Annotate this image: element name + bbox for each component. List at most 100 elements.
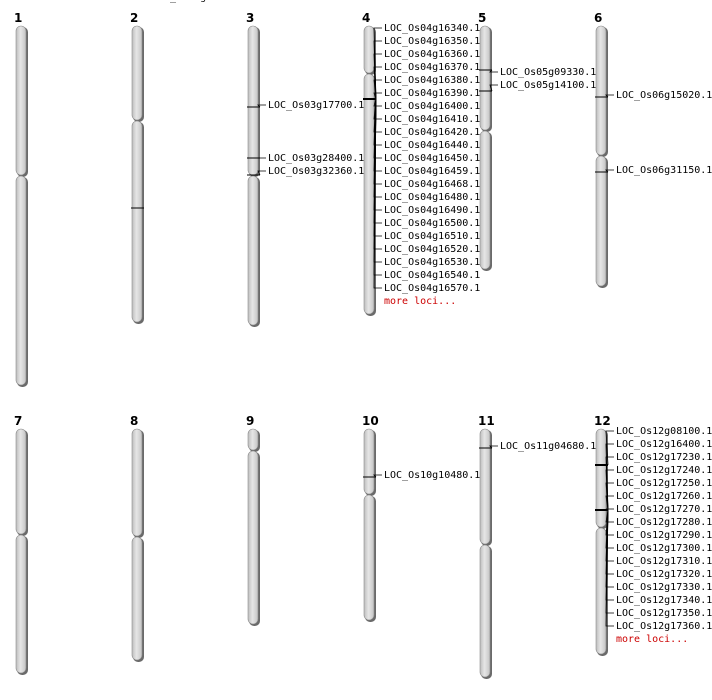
locus-label[interactable]: LOC_Os12g17230.1: [616, 452, 712, 463]
locus-label[interactable]: LOC_Os04g16480.1: [384, 192, 480, 203]
chromosome-label: 3: [246, 11, 254, 25]
locus-connector: [605, 430, 614, 466]
chromosome-arm: [479, 544, 491, 678]
locus-label[interactable]: LOC_Os12g17270.1: [616, 504, 712, 515]
locus-connector: [605, 495, 614, 511]
chromosome-arm: [363, 25, 375, 74]
locus-label[interactable]: LOC_Os12g17240.1: [616, 465, 712, 476]
locus-label[interactable]: LOC_Os12g16400.1: [616, 439, 712, 450]
locus-label[interactable]: LOC_Os12g17360.1: [616, 621, 712, 632]
locus-label[interactable]: LOC_Os04g16400.1: [384, 101, 480, 112]
chromosome-label: 10: [362, 414, 379, 428]
chromosome-arm: [595, 428, 607, 528]
locus-label[interactable]: LOC_Os02g37630.1: [152, 0, 248, 3]
locus-label[interactable]: LOC_Os04g16540.1: [384, 270, 480, 281]
chromosome-label: 12: [594, 414, 611, 428]
locus-label[interactable]: LOC_Os05g14100.1: [500, 80, 596, 91]
chromosome-label: 9: [246, 414, 254, 428]
chromosome-4: 4LOC_Os04g16340.1LOC_Os04g16350.1LOC_Os0…: [362, 11, 480, 316]
chromosome-arm: [15, 534, 27, 674]
chromosome-1: 1: [14, 11, 28, 387]
locus-connector: [373, 92, 382, 100]
chromosome-arm: [131, 120, 143, 323]
locus-connector: [605, 482, 614, 511]
locus-label[interactable]: LOC_Os04g16530.1: [384, 257, 480, 268]
locus-connector: [373, 98, 382, 107]
locus-label[interactable]: LOC_Os04g16340.1: [384, 23, 480, 34]
locus-label[interactable]: LOC_Os04g16468.1: [384, 179, 480, 190]
locus-connector: [257, 104, 266, 108]
locus-label[interactable]: LOC_Os04g16450.1: [384, 153, 480, 164]
locus-connector: [605, 169, 614, 173]
chromosome-9: 9: [246, 414, 260, 626]
chromosome-arm: [479, 428, 491, 545]
locus-label[interactable]: LOC_Os12g17350.1: [616, 608, 712, 619]
locus-label[interactable]: LOC_Os04g16490.1: [384, 205, 480, 216]
locus-label[interactable]: LOC_Os04g16440.1: [384, 140, 480, 151]
chromosome-arm: [479, 25, 491, 131]
locus-label[interactable]: LOC_Os04g16420.1: [384, 127, 480, 138]
locus-label[interactable]: LOC_Os04g16360.1: [384, 49, 480, 60]
locus-label[interactable]: LOC_Os04g16520.1: [384, 244, 480, 255]
chromosome-arm: [247, 175, 259, 326]
more-loci-link[interactable]: more loci...: [616, 634, 688, 645]
locus-label[interactable]: LOC_Os05g09330.1: [500, 67, 596, 78]
chromosome-label: 5: [478, 11, 486, 25]
locus-label[interactable]: LOC_Os12g17330.1: [616, 582, 712, 593]
chromosome-12: 12LOC_Os12g08100.1LOC_Os12g16400.1LOC_Os…: [594, 414, 712, 656]
chromosome-7: 7: [14, 414, 28, 675]
locus-connector: [605, 509, 614, 627]
locus-label[interactable]: LOC_Os04g16410.1: [384, 114, 480, 125]
locus-connector: [257, 170, 266, 176]
locus-label[interactable]: LOC_Os12g17310.1: [616, 556, 712, 567]
locus-label[interactable]: LOC_Os04g16500.1: [384, 218, 480, 229]
chromosome-label: 2: [130, 11, 138, 25]
locus-label[interactable]: LOC_Os03g32360.1: [268, 166, 364, 177]
locus-connector: [373, 66, 382, 100]
locus-label[interactable]: LOC_Os12g17320.1: [616, 569, 712, 580]
chromosome-arm: [247, 428, 259, 451]
locus-label[interactable]: LOC_Os04g16459.1: [384, 166, 480, 177]
locus-connector: [489, 69, 498, 73]
chromosome-8: 8: [130, 414, 144, 662]
locus-label[interactable]: LOC_Os12g17260.1: [616, 491, 712, 502]
chromosome-arm: [15, 25, 27, 176]
chromosome-arm: [595, 527, 607, 655]
chromosome-arm: [363, 428, 375, 495]
locus-label[interactable]: LOC_Os04g16510.1: [384, 231, 480, 242]
locus-label[interactable]: LOC_Os12g17300.1: [616, 543, 712, 554]
locus-label[interactable]: LOC_Os12g17280.1: [616, 517, 712, 528]
locus-label[interactable]: LOC_Os11g04680.1: [500, 441, 596, 452]
chromosome-arm: [131, 25, 143, 121]
chromosome-arm: [247, 25, 259, 176]
locus-label[interactable]: LOC_Os03g28400.1: [268, 153, 364, 164]
locus-label[interactable]: LOC_Os04g16380.1: [384, 75, 480, 86]
more-loci-link[interactable]: more loci...: [384, 296, 456, 307]
chromosome-arm: [479, 130, 491, 270]
locus-label[interactable]: LOC_Os04g16370.1: [384, 62, 480, 73]
chromosome-3: 3LOC_Os03g17700.1LOC_Os03g28400.1LOC_Os0…: [246, 11, 364, 327]
chromosome-label: 7: [14, 414, 22, 428]
locus-label[interactable]: LOC_Os12g17290.1: [616, 530, 712, 541]
chromosome-arm: [247, 450, 259, 625]
locus-label[interactable]: LOC_Os04g16390.1: [384, 88, 480, 99]
locus-label[interactable]: LOC_Os12g17340.1: [616, 595, 712, 606]
chromosome-arm: [363, 494, 375, 621]
locus-label[interactable]: LOC_Os04g16350.1: [384, 36, 480, 47]
locus-label[interactable]: LOC_Os03g17700.1: [268, 100, 364, 111]
locus-label[interactable]: LOC_Os10g10480.1: [384, 470, 480, 481]
locus-label[interactable]: LOC_Os12g17250.1: [616, 478, 712, 489]
locus-connector: [373, 474, 382, 478]
locus-label[interactable]: LOC_Os04g16570.1: [384, 283, 480, 294]
locus-label[interactable]: LOC_Os06g15020.1: [616, 90, 712, 101]
locus-label[interactable]: LOC_Os12g08100.1: [616, 426, 712, 437]
chromosome-arm: [363, 73, 375, 315]
chromosome-label: 4: [362, 11, 370, 25]
locus-label[interactable]: LOC_Os06g31150.1: [616, 165, 712, 176]
chromosome-label: 6: [594, 11, 602, 25]
chromosome-arm: [15, 175, 27, 386]
locus-connector: [373, 98, 382, 289]
